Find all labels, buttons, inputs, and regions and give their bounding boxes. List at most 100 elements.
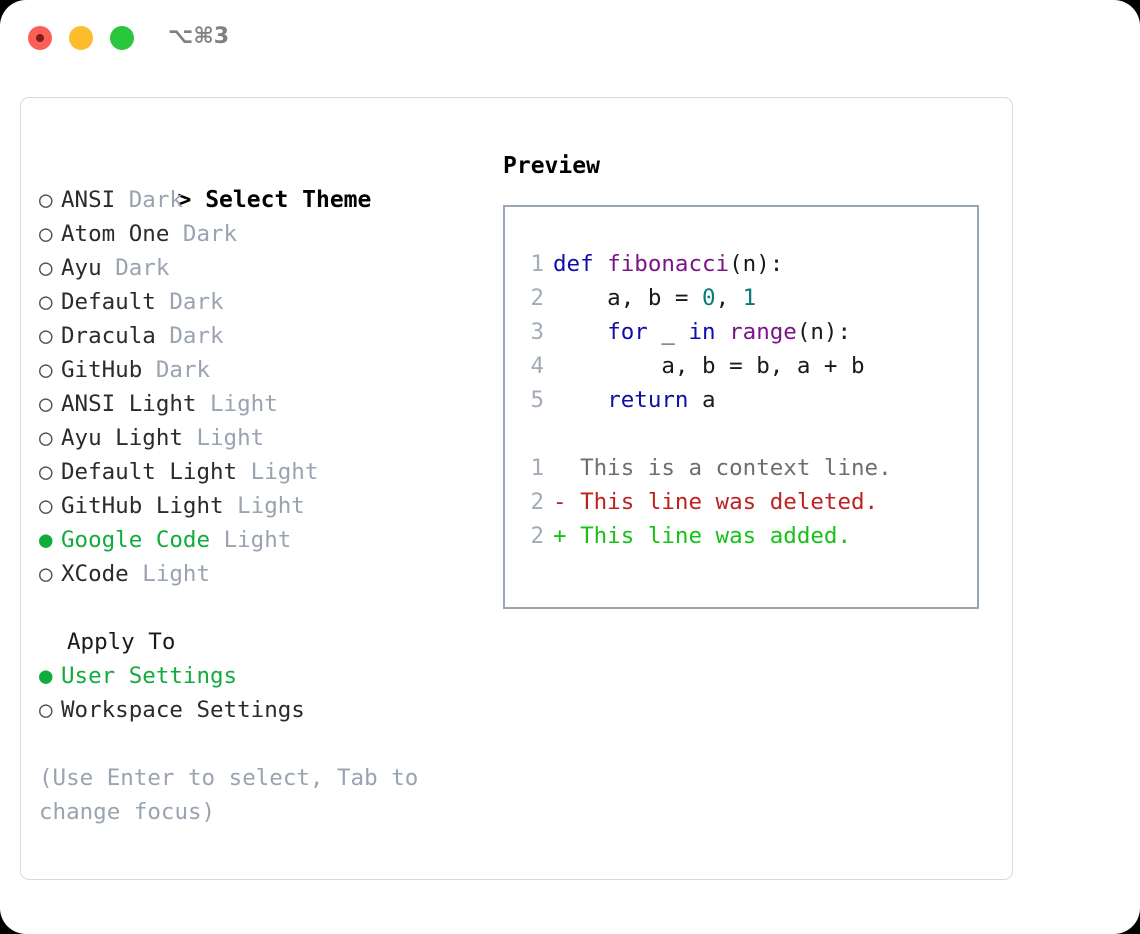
theme-option-ayu-light[interactable]: ○ Ayu Light Light [39,421,479,455]
content-panel: > Select Theme ○ANSI Dark○Atom One Dark○… [20,97,1013,880]
code-line: 4 a, b = b, a + b [519,349,969,383]
diff-line-add: 2 + This line was added. [519,519,969,553]
line-number: 5 [530,387,544,413]
code-line: 3 for _ in range(n): [519,315,969,349]
code-token-num: 0 [702,285,716,311]
apply-to-option-user-settings[interactable]: ● User Settings [39,659,479,693]
theme-picker-header: > Select Theme [39,149,479,213]
traffic-lights [28,26,134,50]
diff-line-text: This line was deleted. [566,489,879,515]
code-token-fn: fibonacci [607,251,730,277]
diff-line-text: This line was added. [566,523,852,549]
prompt-caret-icon: > [177,187,192,213]
label-spacer [115,187,129,213]
diff-sample: 1 This is a context line.2- This line wa… [519,451,969,553]
code-token-kw: in [688,319,716,345]
diff-line-text: This is a context line. [566,455,892,481]
minimize-window-button[interactable] [69,26,93,50]
line-number: 4 [530,353,544,379]
line-number: 2 [530,523,544,549]
theme-variant-tag: Light [223,527,292,553]
code-token-pl: _ [647,319,689,345]
code-token-fn: range [729,319,797,345]
apply-to-list: ● User Settings ○Workspace Settings [39,659,479,727]
line-number: 3 [530,319,544,345]
code-token-pl [716,319,730,345]
theme-option-ansi-light[interactable]: ○ANSI Light Light [39,387,479,421]
diff-marker-icon: + [553,523,567,549]
code-diff-spacer [519,417,969,451]
radio-unselected-icon: ○ [39,255,53,281]
theme-option-github-light[interactable]: ○GitHub Light Light [39,489,479,523]
theme-option-label: Google Code [61,527,211,553]
line-number: 2 [530,489,544,515]
theme-variant-tag: Dark [182,221,238,247]
theme-option-label: XCode [61,561,129,587]
line-number: 2 [530,285,544,311]
code-token-pl: (n): [729,251,784,277]
theme-option-github[interactable]: ○GitHub Dark [39,353,479,387]
radio-selected-icon: ● [39,663,53,689]
theme-option-label: ANSI [61,187,116,213]
line-number: 1 [530,251,544,277]
theme-option-ansi[interactable]: ○ANSI Dark [39,183,479,217]
theme-option-xcode[interactable]: ○XCode Light [39,557,479,591]
code-line: 5 return a [519,383,969,417]
radio-unselected-icon: ○ [39,425,53,451]
theme-variant-tag: Light [196,425,265,451]
theme-option-label: GitHub [61,357,143,383]
line-number: 1 [530,455,544,481]
code-token-pl: a [688,387,716,413]
apply-to-option-label: Workspace Settings [61,697,305,723]
diff-marker-icon [553,455,567,481]
label-spacer [196,391,210,417]
theme-option-dracula[interactable]: ○Dracula Dark [39,319,479,353]
theme-option-label: Dracula [61,323,156,349]
code-token-num: 1 [742,285,757,311]
code-token-pl: a, b = b, a + b [553,353,865,379]
radio-unselected-icon: ○ [39,289,53,315]
diff-marker-icon: - [553,489,567,515]
code-token-kw: for [607,319,648,345]
diff-line-ctx: 1 This is a context line. [519,451,969,485]
section-spacer [39,591,479,625]
label-spacer [156,289,170,315]
label-spacer [183,425,197,451]
label-spacer [224,493,238,519]
maximize-window-button[interactable] [110,26,134,50]
close-window-button[interactable] [28,26,52,50]
radio-unselected-icon: ○ [39,221,53,247]
code-token-kw: def [553,251,608,277]
title-bar: ⌥⌘3 [0,0,1140,76]
label-spacer [156,323,170,349]
theme-option-atom-one[interactable]: ○Atom One Dark [39,217,479,251]
code-line: 2 a, b = 0, 1 [519,281,969,315]
apply-to-option-workspace-settings[interactable]: ○Workspace Settings [39,693,479,727]
diff-line-del: 2- This line was deleted. [519,485,969,519]
radio-unselected-icon: ○ [39,187,53,213]
radio-unselected-icon: ○ [39,357,53,383]
theme-option-ayu[interactable]: ○Ayu Dark [39,251,479,285]
radio-unselected-icon: ○ [39,459,53,485]
code-token-pl: (n): [796,319,852,345]
code-token-pl: a, b = [553,285,703,311]
theme-variant-tag: Light [250,459,319,485]
theme-option-default[interactable]: ○Default Dark [39,285,479,319]
theme-variant-tag: Light [142,561,211,587]
apply-to-option-label: User Settings [61,663,238,689]
code-token-pl: , [715,285,743,311]
window-shortcut-label: ⌥⌘3 [168,24,230,49]
label-spacer [102,255,116,281]
theme-option-label: Ayu Light [61,425,183,451]
theme-variant-tag: Dark [169,289,224,315]
theme-variant-tag: Dark [115,255,170,281]
theme-option-google-code[interactable]: ●Google Code Light [39,523,479,557]
radio-unselected-icon: ○ [39,391,53,417]
theme-option-default-light[interactable]: ○Default Light Light [39,455,479,489]
label-spacer [210,527,224,553]
